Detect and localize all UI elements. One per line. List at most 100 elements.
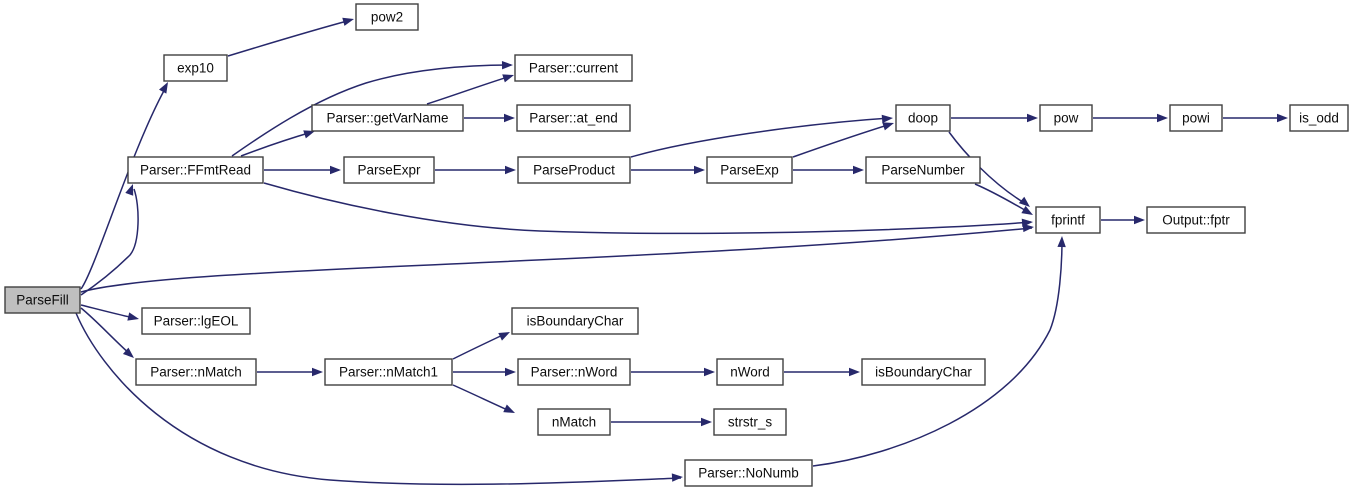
edge-line bbox=[231, 64, 512, 157]
call-edge bbox=[1101, 215, 1145, 225]
node-box[interactable] bbox=[324, 358, 453, 386]
node-box[interactable] bbox=[1039, 104, 1093, 132]
node-box[interactable] bbox=[517, 156, 631, 184]
call-edge bbox=[435, 165, 516, 175]
edge-line bbox=[812, 239, 1063, 467]
edge-line bbox=[80, 227, 1033, 293]
graph-node-nword[interactable]: nWord bbox=[716, 358, 784, 386]
node-box[interactable] bbox=[1035, 206, 1101, 234]
node-box[interactable] bbox=[516, 104, 631, 132]
graph-node-parseexp[interactable]: ParseExp bbox=[706, 156, 793, 184]
node-box[interactable] bbox=[311, 104, 464, 132]
node-box[interactable] bbox=[1169, 104, 1223, 132]
edge-line bbox=[227, 19, 352, 57]
arrowhead-icon bbox=[342, 17, 354, 26]
graph-node-pow2[interactable]: pow2 bbox=[355, 3, 419, 31]
arrowhead-icon bbox=[704, 367, 715, 377]
node-label: nMatch bbox=[552, 415, 596, 430]
node-box[interactable] bbox=[865, 156, 981, 184]
call-edge bbox=[812, 236, 1066, 467]
arrowhead-icon bbox=[694, 165, 705, 175]
graph-node-parser-ffmtread[interactable]: Parser::FFmtRead bbox=[127, 156, 264, 184]
graph-node-parser-nmatch[interactable]: Parser::nMatch bbox=[135, 358, 257, 386]
arrowhead-icon bbox=[1134, 215, 1145, 225]
arrowhead-icon bbox=[1057, 236, 1066, 248]
graph-node-pow[interactable]: pow bbox=[1039, 104, 1093, 132]
arrowhead-icon bbox=[498, 332, 510, 341]
arrowhead-icon bbox=[881, 114, 893, 124]
node-box[interactable] bbox=[706, 156, 793, 184]
edge-line bbox=[792, 123, 892, 158]
arrowhead-icon bbox=[671, 473, 683, 482]
call-edge bbox=[426, 74, 514, 105]
node-box[interactable] bbox=[135, 358, 257, 386]
node-label: fprintf bbox=[1051, 213, 1085, 228]
graph-node-doop[interactable]: doop bbox=[895, 104, 951, 132]
call-edge bbox=[452, 332, 510, 360]
node-label: Parser::current bbox=[529, 61, 619, 76]
arrowhead-icon bbox=[1021, 205, 1033, 215]
graph-node-parser-at_end[interactable]: Parser::at_end bbox=[516, 104, 631, 132]
graph-node-output-fptr[interactable]: Output::fptr bbox=[1146, 206, 1246, 234]
node-label: Parser::NoNumb bbox=[698, 466, 799, 481]
graph-node-parser-nonumb[interactable]: Parser::NoNumb bbox=[684, 459, 813, 487]
graph-node-powi[interactable]: powi bbox=[1169, 104, 1223, 132]
node-box[interactable] bbox=[684, 459, 813, 487]
graph-node-parser-nword[interactable]: Parser::nWord bbox=[517, 358, 631, 386]
graph-node-parser-getvarname[interactable]: Parser::getVarName bbox=[311, 104, 464, 132]
arrowhead-icon bbox=[505, 165, 516, 175]
call-edge bbox=[792, 122, 894, 158]
node-box[interactable] bbox=[141, 307, 251, 335]
call-edge bbox=[630, 114, 893, 158]
graph-node-isboundarychar_b[interactable]: isBoundaryChar bbox=[861, 358, 986, 386]
arrowhead-icon bbox=[1027, 113, 1038, 123]
node-box[interactable] bbox=[537, 408, 611, 436]
graph-node-parsenumber[interactable]: ParseNumber bbox=[865, 156, 981, 184]
node-label: isBoundaryChar bbox=[875, 365, 972, 380]
node-box[interactable] bbox=[895, 104, 951, 132]
node-box[interactable] bbox=[163, 54, 228, 82]
call-edge bbox=[80, 307, 134, 358]
node-box[interactable] bbox=[343, 156, 435, 184]
edge-line bbox=[426, 75, 512, 105]
node-box[interactable] bbox=[511, 307, 639, 335]
graph-node-exp10[interactable]: exp10 bbox=[163, 54, 228, 82]
node-box[interactable] bbox=[355, 3, 419, 31]
graph-node-parser-current[interactable]: Parser::current bbox=[514, 54, 633, 82]
node-box[interactable] bbox=[517, 358, 631, 386]
call-edge bbox=[951, 113, 1038, 123]
arrowhead-icon bbox=[502, 74, 514, 83]
graph-node-parseexpr[interactable]: ParseExpr bbox=[343, 156, 435, 184]
graph-node-parser-lgeol[interactable]: Parser::lgEOL bbox=[141, 307, 251, 335]
graph-node-parsefill[interactable]: ParseFill bbox=[4, 286, 81, 314]
graph-node-strstr_s[interactable]: strstr_s bbox=[713, 408, 787, 436]
graph-node-isboundarychar_a[interactable]: isBoundaryChar bbox=[511, 307, 639, 335]
arrowhead-icon bbox=[701, 417, 712, 427]
node-label: doop bbox=[908, 111, 938, 126]
node-label: Output::fptr bbox=[1162, 213, 1230, 228]
node-box[interactable] bbox=[514, 54, 633, 82]
node-box[interactable] bbox=[127, 156, 264, 184]
node-box[interactable] bbox=[716, 358, 784, 386]
call-edge bbox=[793, 165, 864, 175]
graph-node-nmatch[interactable]: nMatch bbox=[537, 408, 611, 436]
node-label: ParseProduct bbox=[533, 163, 615, 178]
graph-node-parseproduct[interactable]: ParseProduct bbox=[517, 156, 631, 184]
call-edge bbox=[611, 417, 712, 427]
call-edge bbox=[631, 165, 705, 175]
node-label: Parser::nMatch bbox=[150, 365, 242, 380]
graph-node-parser-nmatch1[interactable]: Parser::nMatch1 bbox=[324, 358, 453, 386]
call-edge bbox=[80, 223, 1034, 293]
node-box[interactable] bbox=[1289, 104, 1349, 132]
graph-node-is_odd[interactable]: is_odd bbox=[1289, 104, 1349, 132]
arrowhead-icon bbox=[1157, 113, 1168, 123]
edges-layer bbox=[75, 17, 1288, 486]
call-edge bbox=[453, 367, 516, 377]
node-box[interactable] bbox=[861, 358, 986, 386]
graph-node-fprintf[interactable]: fprintf bbox=[1035, 206, 1101, 234]
call-edge bbox=[464, 113, 515, 123]
node-box[interactable] bbox=[713, 408, 787, 436]
node-box[interactable] bbox=[4, 286, 81, 314]
node-box[interactable] bbox=[1146, 206, 1246, 234]
